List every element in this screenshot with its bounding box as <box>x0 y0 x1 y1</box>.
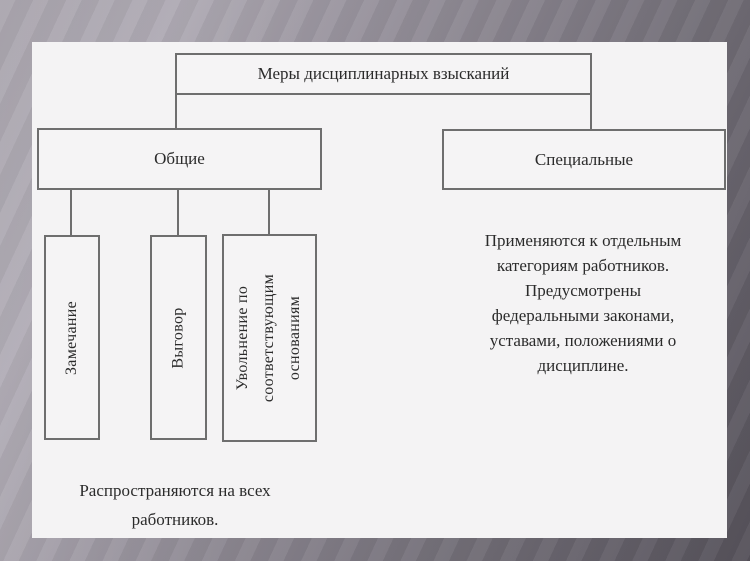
special-note-line-1: Применяются к отдельным <box>484 231 682 250</box>
general-note-line-1: Распространяются на всех <box>79 481 271 500</box>
general-box-label: Общие <box>154 149 205 168</box>
general-note: Распространяются на всех работников. <box>49 476 301 534</box>
general-note-line-2: работников. <box>131 510 219 529</box>
special-note-line-5: уставами, положениями о <box>489 331 677 350</box>
general-box: Общие <box>37 128 322 190</box>
special-note-line-3: Предусмотрены <box>524 281 642 300</box>
root-box-label: Меры дисциплинарных взысканий <box>257 64 510 83</box>
special-note-line-6: дисциплине. <box>537 356 629 375</box>
uvolnenie-box-label-line-2: соответствующим <box>260 273 278 403</box>
root-box: Меры дисциплинарных взысканий <box>175 53 592 95</box>
special-box: Специальные <box>442 129 726 190</box>
special-box-label: Специальные <box>534 149 634 169</box>
special-note-line-4: федеральными законами, <box>491 306 675 325</box>
uvolnenie-box-label-line-1: Увольнение по <box>234 285 252 391</box>
connector-general-to-zamechanie <box>70 190 72 235</box>
connector-root-to-general <box>175 95 177 130</box>
uvolnenie-box-label: Увольнение по соответствующим основаниям <box>231 274 309 402</box>
zamechanie-box-label: Замечание <box>63 300 80 375</box>
diagram-panel: Меры дисциплинарных взысканий Общие Спец… <box>32 42 727 538</box>
uvolnenie-box: Увольнение по соответствующим основаниям <box>222 234 317 442</box>
vygovor-box-label: Выговор <box>169 306 187 369</box>
special-note: Применяются к отдельным категориям работ… <box>438 228 728 378</box>
vygovor-box: Выговор <box>150 235 207 440</box>
connector-general-to-uvolnenie <box>268 190 270 234</box>
uvolnenie-box-label-line-3: основаниям <box>286 295 304 381</box>
zamechanie-box: Замечание <box>44 235 100 440</box>
connector-root-to-special <box>590 95 592 131</box>
connector-general-to-vygovor <box>177 190 179 235</box>
special-note-line-2: категориям работников. <box>496 256 670 275</box>
